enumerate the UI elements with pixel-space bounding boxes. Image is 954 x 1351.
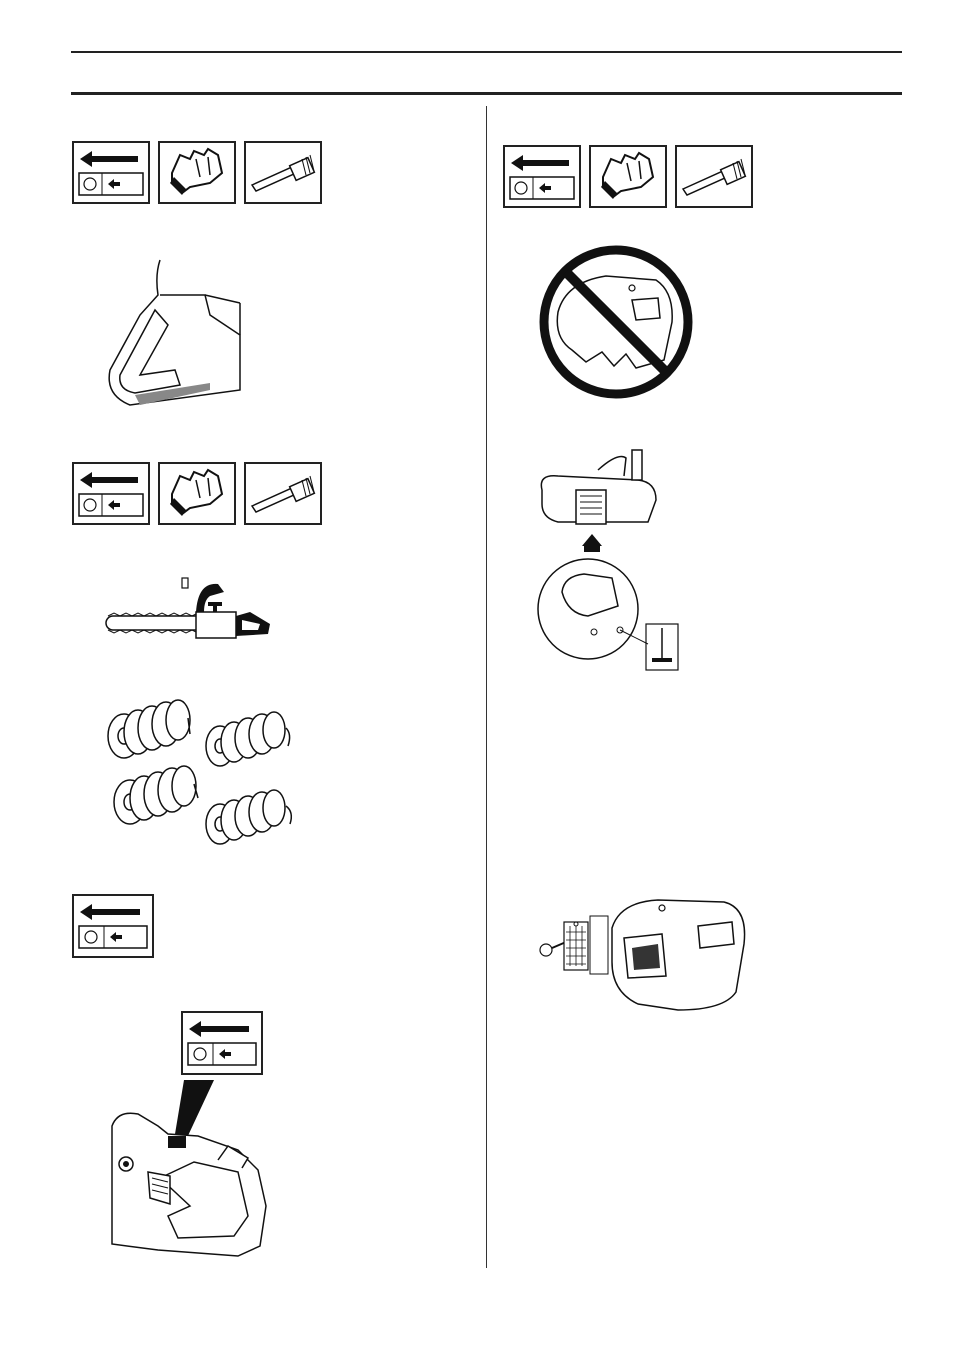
stop-switch-arrow-icon	[503, 145, 581, 208]
column-divider	[486, 106, 487, 1268]
stop-switch-arrow-icon	[72, 462, 150, 525]
header-bottom-rule	[71, 92, 902, 95]
damaged-muffler-prohibition-illustration	[536, 242, 696, 402]
header-top-rule	[71, 51, 902, 53]
cleaning-brush-icon	[244, 141, 322, 204]
chain-brake-handle-illustration	[100, 255, 260, 420]
rear-handle-stop-switch-illustration	[98, 1076, 273, 1266]
muffler-mounting-illustration	[528, 444, 688, 672]
anti-vibration-springs-illustration	[104, 698, 299, 856]
protective-glove-icon	[589, 145, 667, 208]
chainsaw-side-view-illustration	[100, 572, 280, 647]
cleaning-brush-icon	[675, 145, 753, 208]
stop-switch-arrow-icon	[72, 894, 154, 958]
protective-glove-icon	[158, 462, 236, 525]
cleaning-brush-icon	[244, 462, 322, 525]
stop-switch-arrow-icon	[181, 1011, 263, 1075]
spark-arrester-screen-illustration	[528, 892, 776, 1020]
stop-switch-arrow-icon	[72, 141, 150, 204]
protective-glove-icon	[158, 141, 236, 204]
